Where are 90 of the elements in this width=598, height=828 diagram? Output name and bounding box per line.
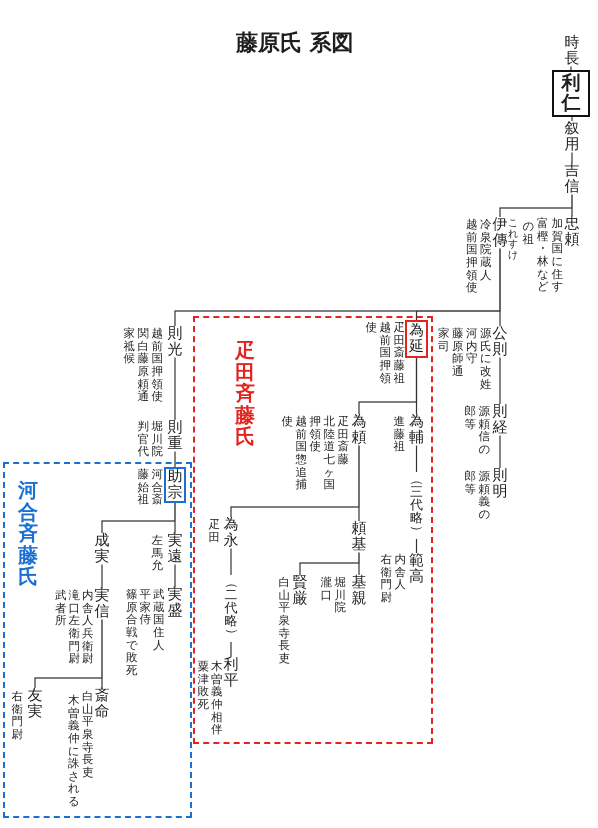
- person-name: 成実: [94, 533, 110, 564]
- biography-note: 冷泉院蔵人: [480, 218, 492, 282]
- edge-label: （二代略）: [224, 575, 238, 642]
- person-name: 則経: [492, 404, 508, 436]
- biography-note: 進藤祖: [393, 415, 405, 453]
- biography-note: 源頼義の郎等: [464, 470, 490, 521]
- biography-note: 越前国押領: [379, 321, 391, 384]
- lineage-line: [358, 358, 418, 414]
- person-name: 利平: [224, 657, 238, 688]
- lineage-line: [174, 358, 176, 420]
- biography-note: 武蔵国住人: [152, 588, 164, 652]
- person-name: 実信: [94, 588, 110, 620]
- biography-note: 内舎人: [394, 553, 406, 591]
- clan-label: 疋田斉藤氏: [235, 340, 255, 448]
- person-name: 吉信: [564, 163, 580, 194]
- biography-note: 加賀国に住す: [551, 217, 563, 293]
- lineage-line: [174, 248, 501, 326]
- lineage-line: [499, 194, 573, 217]
- lineage-line: [499, 436, 501, 468]
- highlighted-name: 為延: [405, 320, 428, 358]
- lineage-line: [499, 358, 501, 404]
- person-name: 伊傳: [492, 217, 508, 248]
- biography-note: 家祗候: [123, 327, 135, 365]
- biography-note: 使: [281, 415, 293, 428]
- lineage-line: [34, 620, 103, 688]
- biography-note: 白山平泉寺長吏: [278, 576, 290, 664]
- person-name: 範高: [409, 553, 424, 584]
- diagram-title: 藤原氏 系図: [236, 31, 354, 58]
- biography-note: 北陸道七ヶ国: [323, 415, 335, 491]
- biography-note: 越前国惣追捕: [295, 415, 307, 491]
- person-name: 為永: [224, 517, 238, 548]
- edge-label: （三代略）: [410, 472, 423, 539]
- lineage-line: [571, 117, 573, 121]
- biography-note: の祖: [522, 220, 534, 246]
- biography-note: 河合斎藤始祖: [137, 468, 163, 506]
- person-name: 友実: [28, 688, 42, 720]
- biography-note: 関白藤原頼通: [137, 327, 149, 403]
- biography-note: 右衛門尉: [11, 690, 23, 741]
- highlighted-name: 助宗: [164, 467, 186, 503]
- biography-note: 疋田斎藤: [337, 415, 349, 466]
- highlighted-name: 利仁: [552, 70, 590, 117]
- biography-note: 堀川院判官代: [137, 420, 163, 458]
- biography-note: 滝口左衛門尉: [68, 589, 80, 665]
- biography-note: 平家侍: [139, 588, 151, 626]
- lineage-line: [174, 564, 176, 587]
- furigana-reading: これすけ: [508, 219, 518, 261]
- person-name: 叙用: [564, 121, 580, 152]
- lineage-line: [101, 503, 176, 533]
- lineage-line: [174, 452, 176, 467]
- lineage-line: [230, 446, 360, 517]
- person-name: 為輔: [409, 414, 424, 446]
- biography-note: 左馬允: [151, 534, 163, 572]
- biography-note: 粟津敗死: [197, 660, 209, 711]
- person-name: 基親: [352, 575, 366, 606]
- biography-note: 押領使: [309, 415, 321, 453]
- biography-note: 木曽義仲相伴: [210, 660, 222, 736]
- biography-note: 武者所: [54, 589, 66, 627]
- biography-note: 河内守藤原師通家司: [438, 327, 478, 378]
- biography-note: 越前国押領使: [466, 218, 478, 294]
- person-name: 則重: [168, 420, 182, 452]
- person-name: 公則: [492, 326, 508, 358]
- person-name: 斎命: [94, 688, 110, 720]
- biography-note: 堀川院瀧口: [320, 576, 346, 614]
- biography-note: 疋田斎藤祖: [393, 321, 405, 384]
- person-name: 為頼: [352, 414, 366, 446]
- biography-note: 木曽義仲に誅される: [68, 694, 80, 808]
- biography-note: 富樫・林など: [536, 217, 548, 293]
- biography-note: 白山平泉寺長吏: [82, 690, 94, 778]
- person-name: 則明: [492, 468, 508, 500]
- biography-note: 右衛門尉: [380, 553, 392, 604]
- clan-label: 河合斉藤氏: [18, 480, 38, 588]
- biography-note: 源氏に改姓: [480, 327, 492, 390]
- person-name: 時長: [564, 35, 580, 66]
- biography-note: 内舎人兵衛尉: [82, 589, 94, 665]
- lineage-line: [571, 152, 573, 163]
- person-name: 則光: [168, 326, 182, 358]
- biography-note: 越前国押領使: [151, 327, 163, 403]
- person-name: 賢厳: [292, 575, 308, 606]
- biography-note: 疋田: [208, 518, 220, 544]
- lineage-line: [101, 564, 103, 588]
- person-name: 忠頼: [564, 216, 580, 248]
- person-name: 実盛: [168, 587, 182, 618]
- person-name: 頼基: [352, 521, 366, 552]
- clan-group-frame: [3, 462, 192, 818]
- lineage-line: [570, 66, 572, 70]
- person-name: 実遠: [168, 533, 182, 564]
- biography-note: 篠原合戦で敗死: [126, 588, 138, 676]
- lineage-line: [299, 552, 360, 575]
- biography-note: 使: [365, 321, 377, 334]
- biography-note: 源頼信の郎等: [464, 405, 490, 456]
